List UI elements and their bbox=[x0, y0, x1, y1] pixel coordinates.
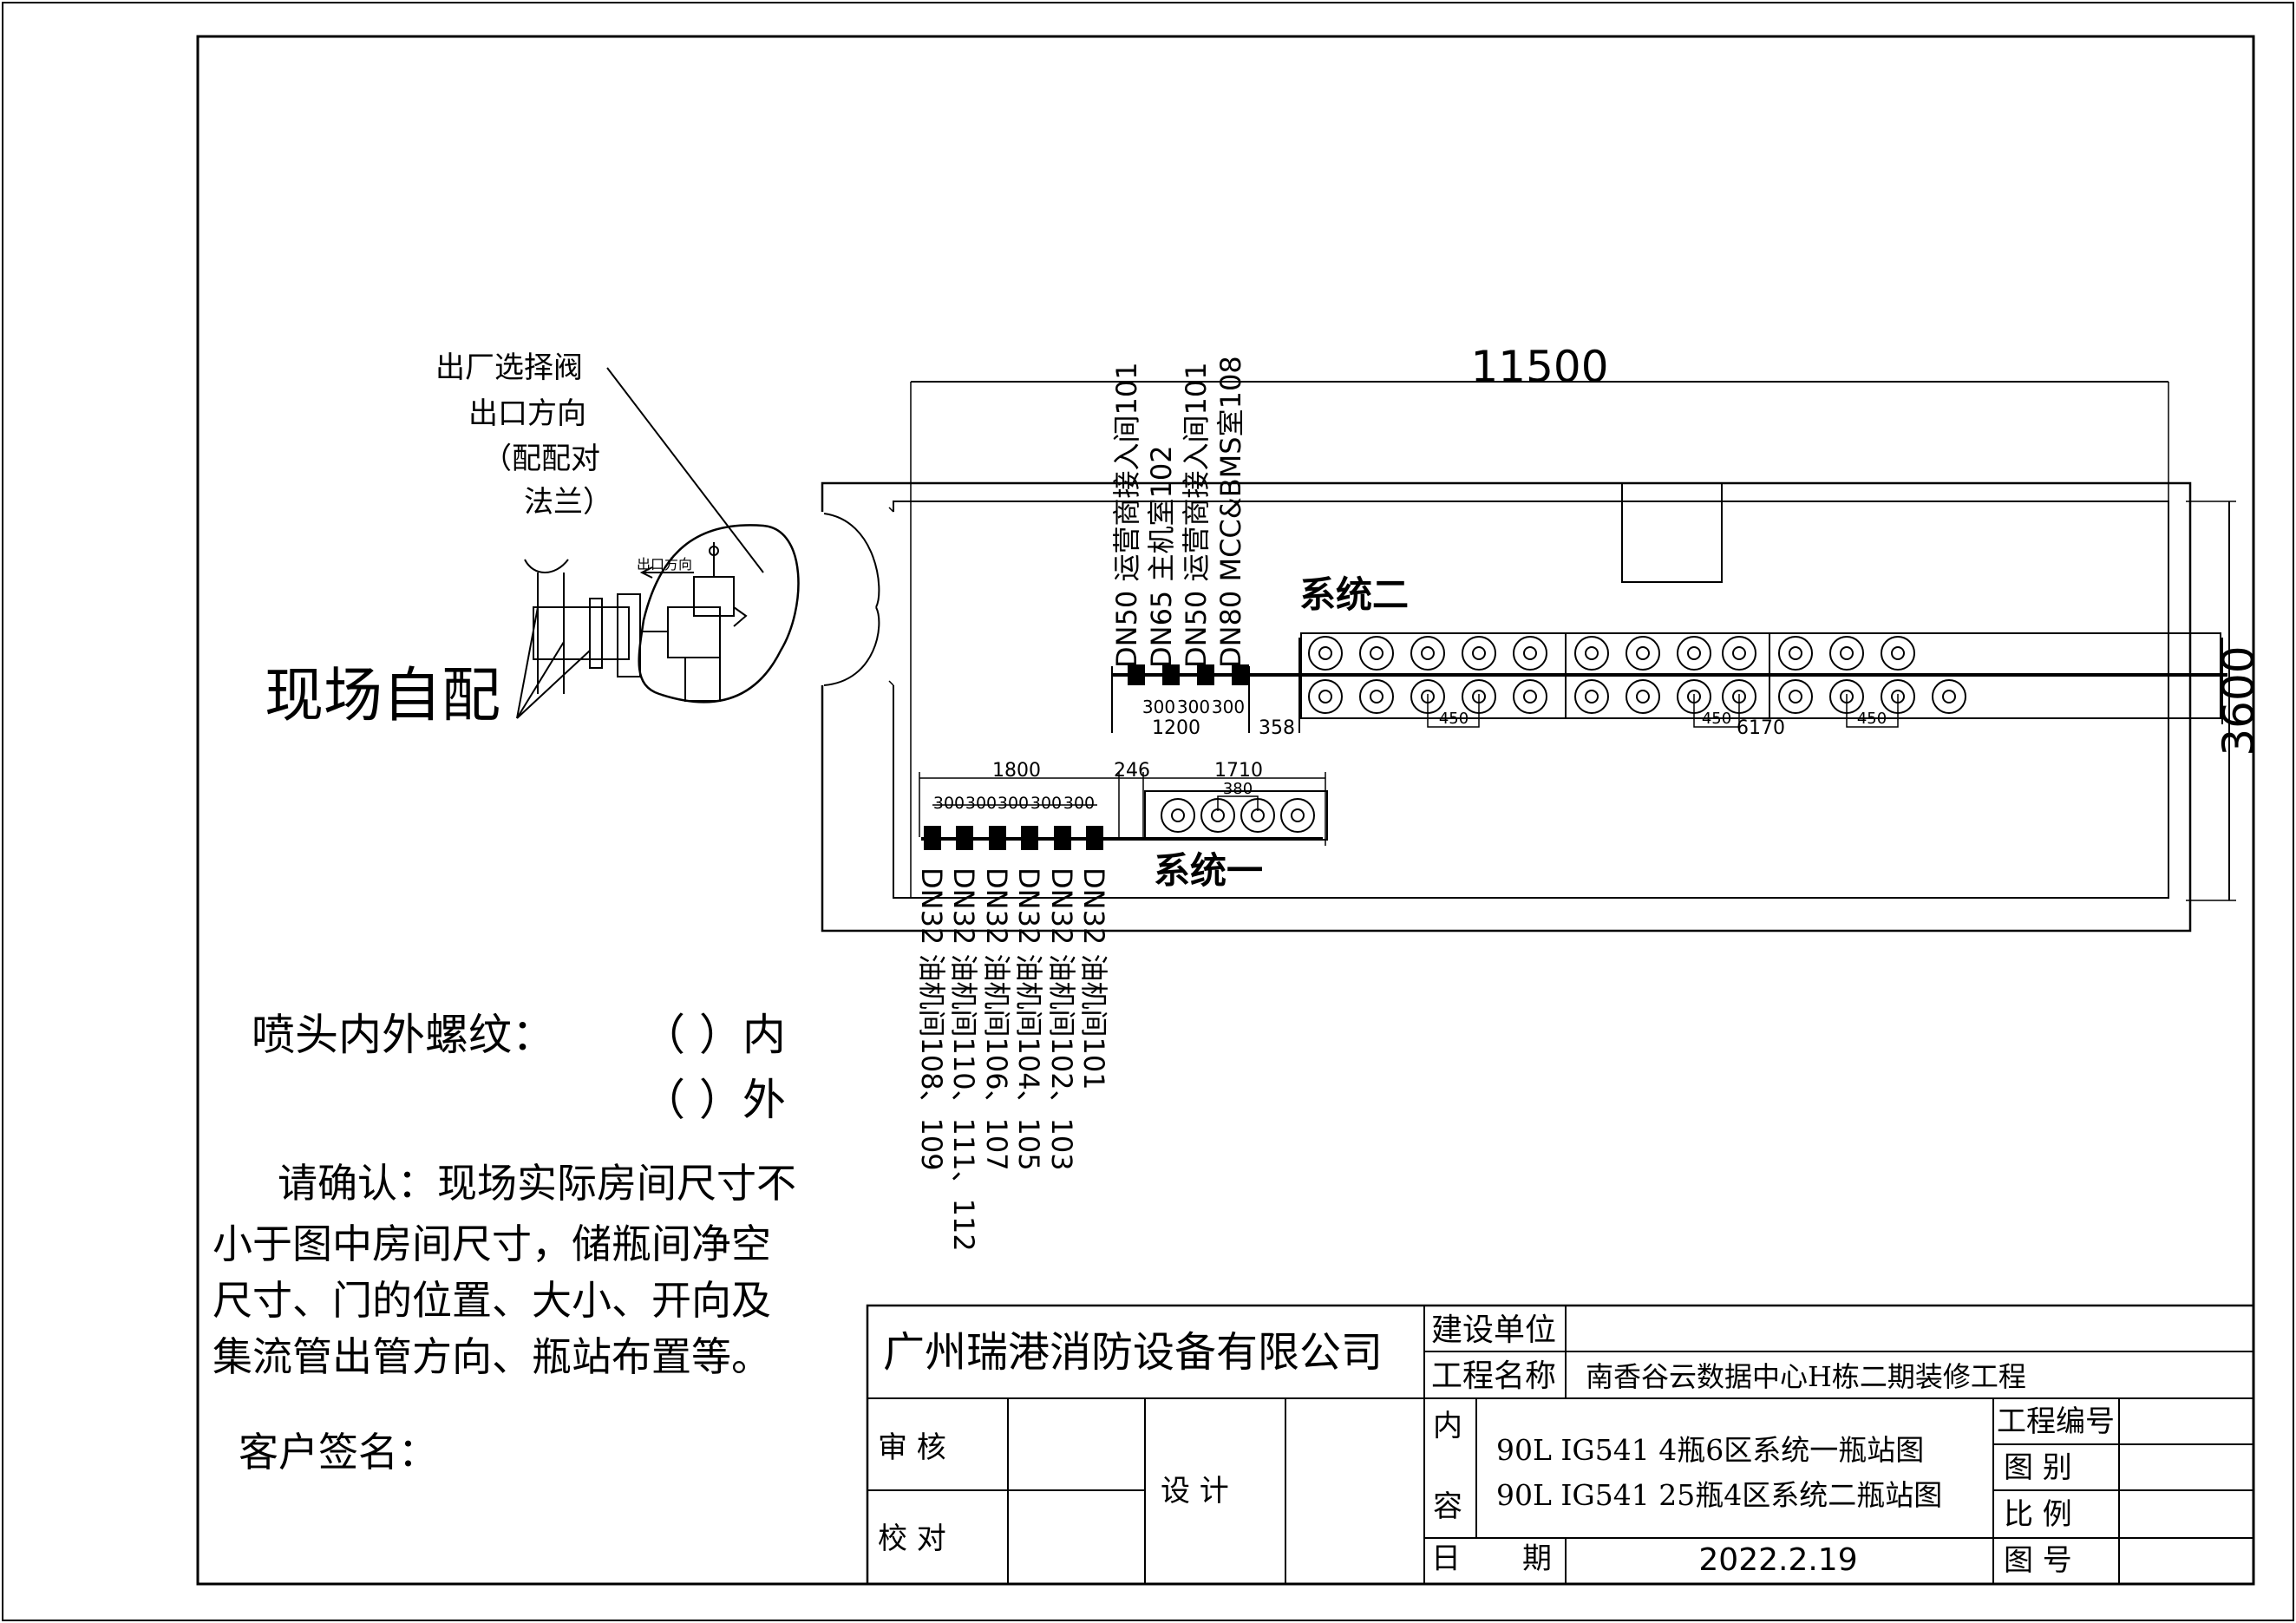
system1-pipe-4: DN32 油机间104、105 bbox=[1012, 867, 1045, 1171]
valve-note-line-3: （配配对 bbox=[482, 442, 600, 476]
date-label-1: 日 bbox=[1431, 1541, 1461, 1576]
sys2-spacing-3: 300 bbox=[1212, 697, 1245, 717]
self-supply-label: 现场自配 bbox=[265, 662, 500, 730]
review-label: 审 核 bbox=[878, 1430, 946, 1465]
content-line-2: 90L IG541 25瓶4区系统二瓶站图 bbox=[1496, 1478, 1942, 1512]
sys1-spacing-3: 300 bbox=[998, 794, 1029, 813]
system1-pipe-3: DN32 油机间106、107 bbox=[980, 867, 1013, 1171]
sys1-spacing-5: 300 bbox=[1063, 794, 1095, 813]
system2-pipe-2: DN65 主机室102 bbox=[1145, 445, 1178, 668]
confirm-note-line-2: 小于图中房间尺寸，储瓶间净空 bbox=[213, 1221, 771, 1267]
sys1-spacing-2: 300 bbox=[965, 794, 997, 813]
sys1-spacing-4: 300 bbox=[1030, 794, 1062, 813]
confirm-note-line-3: 尺寸、门的位置、大小、开向及 bbox=[213, 1277, 771, 1324]
sys2-pitch-2: 450 bbox=[1702, 710, 1731, 728]
scale-label: 比 例 bbox=[2004, 1497, 2072, 1532]
title-block: 广州瑞港消防设备有限公司 建设单位 工程名称 南香谷云数据中心H栋二期装修工程 … bbox=[866, 1304, 2255, 1586]
system2-pipe-1: DN50 运营商接入间101 bbox=[1110, 362, 1143, 668]
content-label-1: 内 bbox=[1433, 1409, 1462, 1443]
thread-option-out: （ ）外 bbox=[642, 1075, 786, 1125]
customer-signature-label: 客户签名： bbox=[239, 1429, 438, 1476]
sys2-spacing-2: 300 bbox=[1177, 697, 1210, 717]
sys2-rack-dim: 6170 bbox=[1737, 717, 1785, 739]
check-label: 校 对 bbox=[878, 1522, 946, 1556]
content-line-1: 90L IG541 4瓶6区系统一瓶站图 bbox=[1496, 1433, 1924, 1467]
system1-pipe-6: DN32 油机间101 bbox=[1077, 867, 1110, 1090]
valve-note-line-1: 出厂选择阀 bbox=[435, 350, 583, 385]
sys1-pitch: 380 bbox=[1223, 780, 1253, 798]
drawing-no-label: 图 号 bbox=[2004, 1543, 2072, 1578]
sys2-spacing-1: 300 bbox=[1142, 697, 1175, 717]
confirm-note-line-4: 集流管出管方向、瓶站布置等。 bbox=[213, 1333, 771, 1380]
room-length-dim: 11500 bbox=[1470, 342, 1608, 392]
valve-detail: 出厂选择阀 出口方向 （配配对 法兰） 出口方向 现场自配 bbox=[265, 350, 800, 730]
storage-room: 11500 3600 bbox=[821, 342, 2264, 933]
system1: 系统一 1800 246 1710 300 300 300 300 300 bbox=[915, 760, 1328, 1252]
valve-note-line-2: 出口方向 bbox=[468, 396, 586, 431]
date-label-2: 期 bbox=[1522, 1541, 1552, 1576]
construction-unit-label: 建设单位 bbox=[1431, 1312, 1556, 1348]
system2-title: 系统二 bbox=[1299, 573, 1409, 616]
sys2-gap-dim: 358 bbox=[1259, 717, 1295, 739]
system1-pipe-5: DN32 油机间102、103 bbox=[1045, 867, 1078, 1171]
project-name-value: 南香谷云数据中心H栋二期装修工程 bbox=[1586, 1360, 2026, 1393]
valve-note-line-4: 法兰） bbox=[524, 485, 612, 520]
notes: 喷头内外螺纹： （ ）内 （ ）外 请确认：现场实际房间尺寸不 小于图中房间尺寸… bbox=[213, 1010, 796, 1476]
system1-title: 系统一 bbox=[1154, 849, 1263, 892]
system1-pipe-2: DN32 油机间110、111、112 bbox=[947, 867, 980, 1252]
thread-option-in: （ ）内 bbox=[642, 1010, 786, 1060]
detail-bubble bbox=[638, 524, 800, 704]
content-label-2: 容 bbox=[1433, 1489, 1462, 1524]
project-no-label: 工程编号 bbox=[1997, 1404, 2115, 1439]
project-name-label: 工程名称 bbox=[1431, 1358, 1556, 1394]
system2-pipe-3: DN50 运营商接入间101 bbox=[1180, 362, 1213, 668]
sys2-manifold-dim: 1200 bbox=[1152, 717, 1200, 739]
drawing-type-label: 图 别 bbox=[2004, 1450, 2072, 1485]
valve-note-leader bbox=[606, 367, 764, 573]
system1-pipe-1: DN32 油机间108、109 bbox=[915, 867, 948, 1171]
confirm-note-line-1: 请确认：现场实际房间尺寸不 bbox=[278, 1160, 796, 1207]
sys1-spacing-1: 300 bbox=[933, 794, 965, 813]
outlet-direction-label: 出口方向 bbox=[637, 556, 692, 573]
design-label: 设 计 bbox=[1161, 1474, 1229, 1508]
thread-question-label: 喷头内外螺纹： bbox=[252, 1010, 555, 1060]
sys2-pitch-3: 450 bbox=[1857, 710, 1887, 728]
date-value: 2022.2.19 bbox=[1698, 1542, 1857, 1578]
company-name: 广州瑞港消防设备有限公司 bbox=[883, 1328, 1383, 1377]
system2-pipe-4: DN80 MCC&BMS室108 bbox=[1214, 356, 1247, 668]
system2: 系统二 DN50 运营商接入间101 DN65 主机室102 DN50 运营商接… bbox=[1110, 356, 2227, 739]
sys2-pitch-1: 450 bbox=[1439, 710, 1469, 728]
